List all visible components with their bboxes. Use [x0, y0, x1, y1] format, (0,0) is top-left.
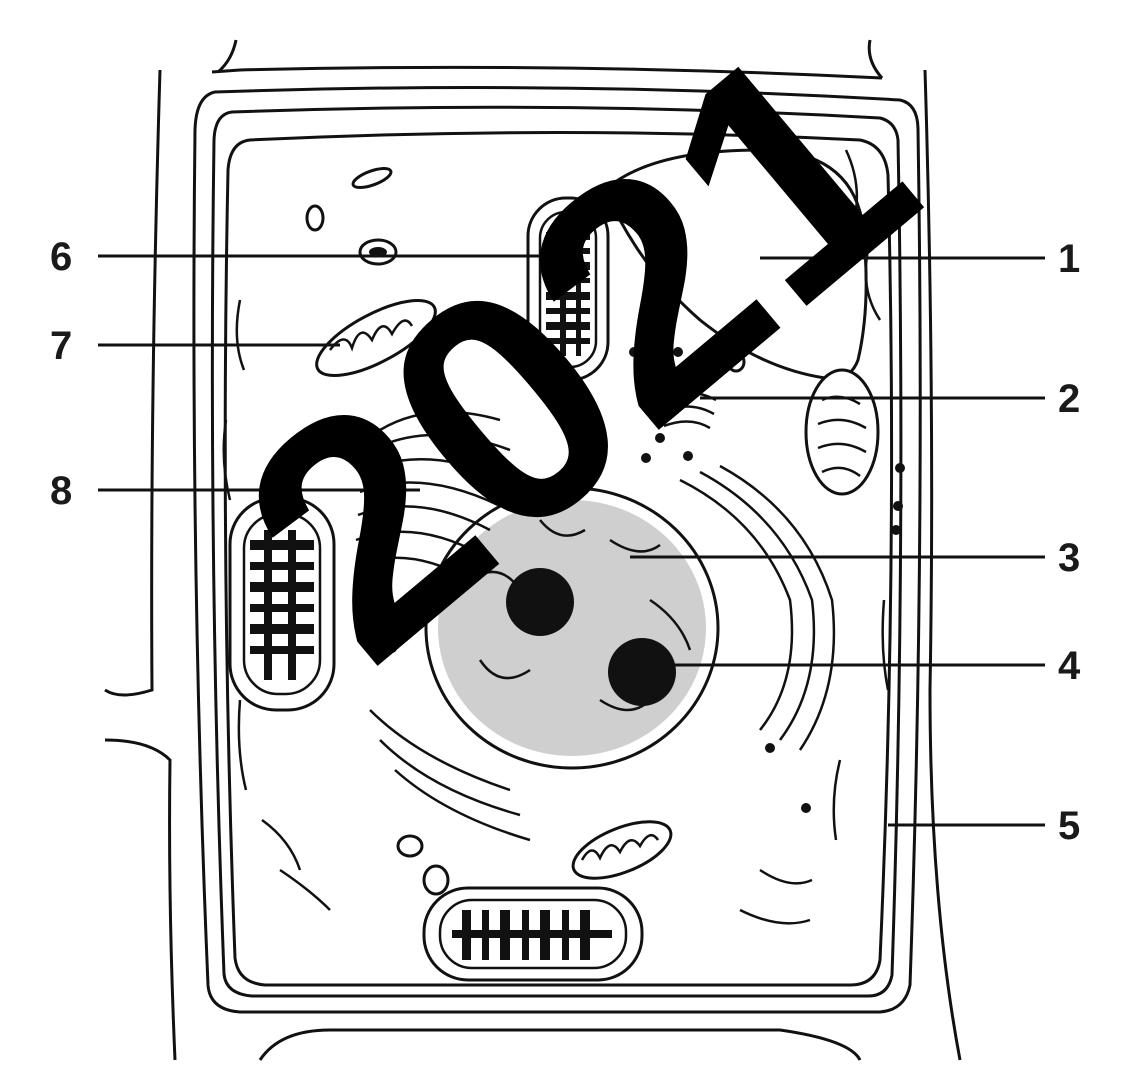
label-2: 2 — [1058, 377, 1080, 421]
label-4: 4 — [1058, 644, 1081, 688]
mitochondrion-small — [360, 240, 396, 264]
mitochondrion-bottom — [566, 810, 679, 890]
label-8: 8 — [50, 469, 72, 513]
label-1: 1 — [1058, 237, 1080, 281]
label-3: 3 — [1058, 536, 1080, 580]
label-7: 7 — [50, 324, 72, 368]
nucleolus-b — [608, 638, 676, 706]
label-6: 6 — [50, 235, 72, 279]
label-5: 5 — [1058, 804, 1080, 848]
chloroplast-bottom — [424, 888, 642, 980]
